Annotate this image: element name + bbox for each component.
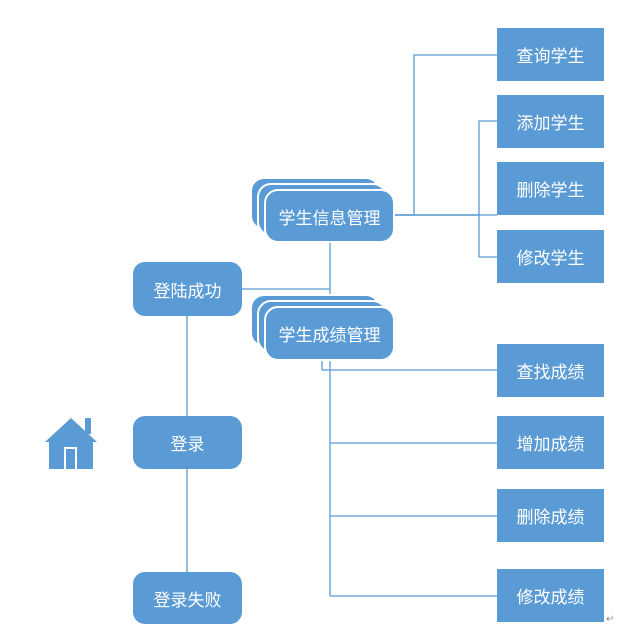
add-score-node: 增加成绩 [497, 416, 604, 469]
delete-student-node: 删除学生 [497, 162, 604, 215]
modify-score-node: 修改成绩 [497, 569, 604, 622]
login-failure-node: 登录失败 [133, 572, 242, 624]
student-score-label: 学生成绩管理 [278, 326, 381, 346]
connector-score-find [321, 360, 497, 371]
login-failure-label: 登录失败 [153, 590, 222, 611]
delete-student-label: 删除学生 [516, 181, 585, 201]
delete-score-label: 删除成绩 [516, 508, 585, 528]
connector-info-modify [394, 214, 497, 258]
connector-info-query [394, 54, 497, 216]
add-score-label: 增加成绩 [516, 435, 585, 455]
add-student-label: 添加学生 [516, 114, 585, 134]
modify-score-label: 修改成绩 [516, 588, 585, 608]
modify-student-label: 修改学生 [516, 249, 585, 269]
add-student-node: 添加学生 [497, 95, 604, 148]
modify-student-node: 修改学生 [497, 230, 604, 283]
find-score-label: 查找成绩 [516, 363, 585, 383]
query-student-label: 查询学生 [516, 47, 585, 67]
home-icon [45, 418, 97, 469]
login-success-node: 登陆成功 [133, 262, 242, 316]
login-label: 登录 [170, 435, 205, 455]
find-score-node: 查找成绩 [497, 344, 604, 397]
paragraph-return-mark: ↵ [606, 614, 615, 625]
login-success-label: 登陆成功 [153, 281, 222, 302]
student-score-node: 学生成绩管理 [264, 306, 395, 361]
login-node: 登录 [133, 416, 242, 469]
connector-info-add [394, 120, 497, 216]
student-info-label: 学生信息管理 [278, 208, 381, 229]
student-info-node: 学生信息管理 [264, 189, 395, 243]
delete-score-node: 删除成绩 [497, 489, 604, 542]
query-student-node: 查询学生 [497, 28, 604, 81]
